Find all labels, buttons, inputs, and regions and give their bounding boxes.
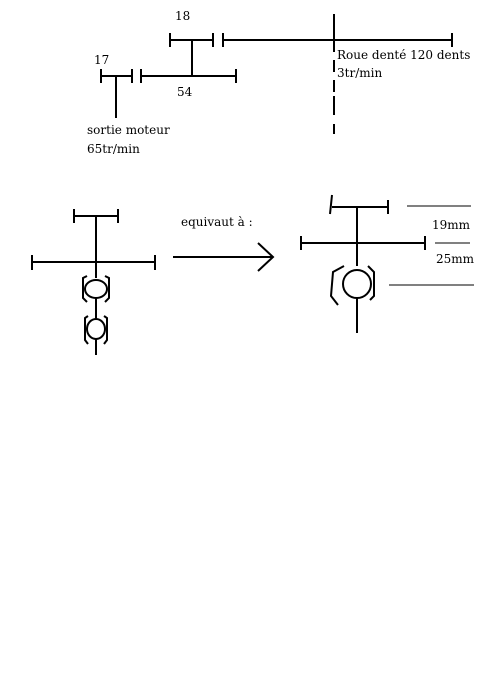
wheel-label-line1: Roue denté 120 dents <box>337 48 470 62</box>
equivalence-label: equivaut à : <box>181 215 253 229</box>
gear-18-label: 18 <box>175 9 190 23</box>
gear-54 <box>140 69 237 83</box>
dimension-25-label: 25mm <box>436 252 475 266</box>
motor-label-line2: 65tr/min <box>87 142 140 156</box>
wheel-120 <box>222 33 453 47</box>
motor-label-line1: sortie moteur <box>87 123 170 137</box>
dimension-19-label: 19mm <box>432 218 471 232</box>
gear-54-label: 54 <box>177 85 193 99</box>
right-assembly <box>300 194 426 333</box>
left-assembly <box>31 209 156 355</box>
dimension-lines <box>389 205 474 286</box>
gear-17-label: 17 <box>94 53 109 67</box>
wheel-label-line2: 3tr/min <box>337 66 382 80</box>
arrow-right-icon <box>173 242 275 272</box>
